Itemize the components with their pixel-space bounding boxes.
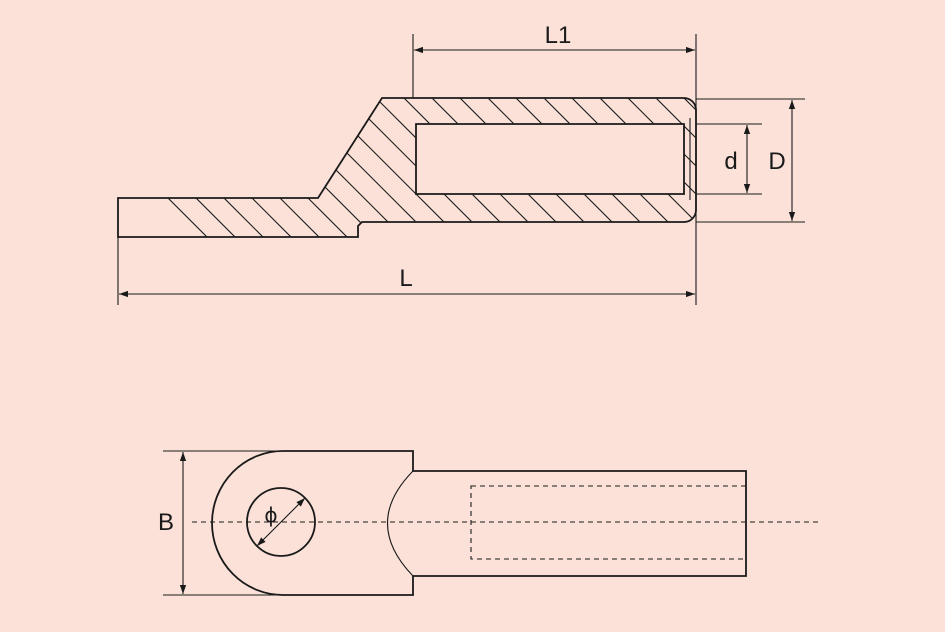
palm-transition-arc: [386, 470, 414, 577]
label-phi: ϕ: [264, 503, 277, 527]
dim-line-phi: [256, 497, 306, 547]
side-section-view: L1 L d D: [117, 22, 938, 305]
hatch-line: [665, 98, 696, 237]
label-l: L: [399, 265, 412, 292]
hatch-line: [118, 98, 211, 237]
lug-palm-outline: [211, 450, 747, 596]
top-view: B ϕ: [158, 450, 822, 596]
section-hatching: [118, 80, 938, 240]
label-b: B: [158, 509, 174, 536]
hatch-line: [637, 98, 696, 237]
label-D: D: [768, 148, 785, 175]
label-d: d: [724, 148, 737, 175]
hatch-line: [778, 80, 938, 240]
label-l1: L1: [545, 22, 572, 49]
hatch-line: [118, 98, 239, 237]
hatch-line: [722, 80, 882, 240]
lug-outer-outline: [117, 97, 697, 238]
lug-bore-outline: [415, 123, 685, 195]
